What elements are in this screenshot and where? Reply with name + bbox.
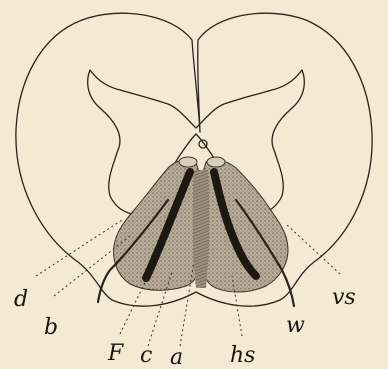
label-b: b xyxy=(44,315,58,340)
label-c: c xyxy=(140,343,152,368)
midline-band xyxy=(193,170,210,288)
right-top-oval xyxy=(207,157,225,167)
label-d: d xyxy=(14,287,28,312)
label-F: F xyxy=(107,341,124,366)
leader-d xyxy=(36,220,122,276)
label-w: w xyxy=(286,313,305,338)
left-top-oval xyxy=(179,157,197,167)
leader-vs xyxy=(286,224,340,274)
label-vs: vs xyxy=(332,285,356,310)
label-hs: hs xyxy=(230,343,255,368)
label-a: a xyxy=(170,345,183,369)
central-canal xyxy=(199,140,207,148)
